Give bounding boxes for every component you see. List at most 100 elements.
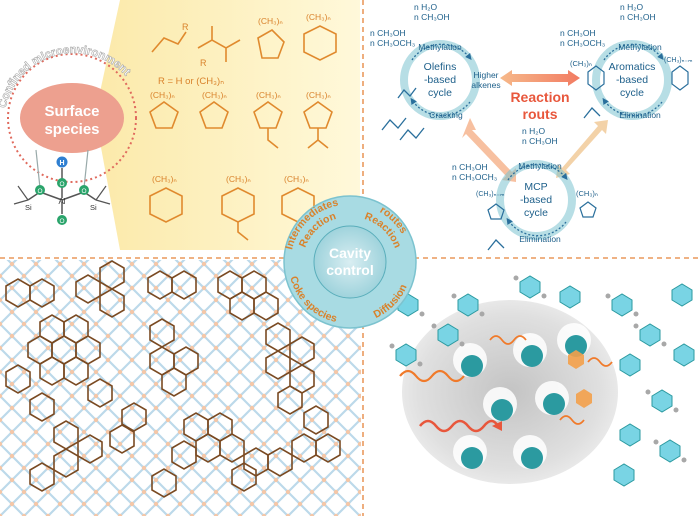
chain-ring-9: [109, 424, 135, 454]
olefin-molecule-4: [487, 239, 505, 251]
cyclopentene-left: [487, 203, 505, 220]
mcp-ch3oh-in: n CH₃OH: [452, 162, 488, 172]
molecule-13: [671, 283, 693, 307]
benzenium-ring-2: [221, 187, 255, 223]
aromatics-cycle-line-2: -based: [616, 74, 648, 86]
route-arrow-olefins-aromatics: [500, 70, 580, 86]
chain-ring-1: [5, 364, 31, 394]
molecule-4: [457, 293, 479, 317]
routes-title-1: Reaction: [510, 89, 569, 105]
olefins-ch3oh-in: n CH₃OH: [370, 28, 406, 38]
bottom-ring-9: [315, 433, 341, 463]
ch3n-label-5: (CH₃)ₙ: [256, 90, 281, 100]
mcp-ch3n-right: (CH₃)ₙ: [576, 189, 598, 198]
cage-spheres: [453, 323, 591, 469]
surface-species-title-2: species: [44, 121, 99, 138]
olefins-methylation: Methylation: [418, 42, 462, 52]
olefins-cracking: Cracking: [429, 110, 463, 120]
naphthalene-ring-b: [29, 278, 55, 308]
diffusion-panel: [389, 275, 695, 487]
aromatics-methylation: Methylation: [618, 42, 662, 52]
carbenium-structure: [197, 26, 241, 62]
route-arrow-aromatics-mcp: [556, 120, 608, 178]
coke-piece-1: [568, 350, 584, 369]
bottom-ring-5: [171, 440, 197, 470]
diffusion-wave-3: [489, 335, 527, 345]
atom-h: H: [59, 160, 64, 167]
aromatics-cycle-line-1: Aromatics: [609, 61, 656, 73]
mcp-ch3oh-out: n CH₃OH: [522, 136, 558, 146]
ch3n-label-6: (CH₃)ₙ: [306, 90, 331, 100]
diffusion-wave-2: [418, 419, 500, 433]
chain-ring-8: [121, 402, 147, 432]
hub-inner-disc: [313, 225, 387, 299]
pah-right-ring-5: [277, 385, 303, 415]
cyclopentene-right: [579, 201, 597, 218]
chain-ring-2: [29, 392, 55, 422]
mcp-cycle-line-2: -based: [520, 194, 552, 206]
olefins-ch3oh-out: n CH₃OH: [414, 12, 450, 22]
cyclopentenyl-ring-1: [257, 29, 285, 59]
mcp-cycle: MCP -based cycle Methylation Elimination…: [452, 126, 598, 251]
reaction-routes-panel: Reaction routs Olefins -based cycle Meth…: [370, 2, 692, 251]
molecule-5: [519, 275, 541, 299]
intermediate-labels: R R (CH₃)ₙ (CH₃)ₙ R = H or (CH₃)ₙ (CH₃)ₙ…: [150, 12, 331, 184]
ethyl-substituent-2: [237, 222, 249, 241]
olefin-molecule-3: [583, 107, 601, 119]
ch3n-label-3: (CH₃)ₙ: [150, 90, 175, 100]
olefins-cycle-line-3: cycle: [428, 87, 452, 99]
olefin-molecule-1: [397, 87, 417, 99]
r-note: R = H or (CH₃)ₙ: [158, 76, 224, 87]
mcp-cycle-line-1: MCP: [524, 181, 547, 193]
molecule-15: [613, 463, 635, 487]
mcp-methylation: Methylation: [518, 161, 562, 171]
routes-title-2: routs: [523, 106, 558, 122]
olefins-h2o: n H₂O: [414, 2, 438, 12]
molecule-7: [611, 293, 633, 317]
coke-piece-2: [576, 389, 592, 408]
cyclopentenyl-ring-3: [199, 101, 229, 129]
atom-si-right: Si: [90, 203, 97, 212]
chain-ring-3: [87, 378, 113, 408]
bottom-ring-10: [303, 405, 329, 435]
cavity-control-hub: Cavity control Intermediates Reaction ro…: [283, 195, 417, 329]
olefins-higher-alkenes-2: alkenes: [471, 80, 500, 90]
ch3n-label-7: (CH₃)ₙ: [152, 174, 177, 184]
aromatics-h2o: n H₂O: [620, 2, 644, 12]
pyrene-ring-d: [253, 291, 279, 321]
bottom-ring-12: [151, 468, 177, 498]
olefins-cycle: Olefins -based cycle Methylation Crackin…: [370, 2, 501, 141]
olefins-cycle-line-2: -based: [424, 74, 456, 86]
diffusion-arrow-head: [492, 421, 502, 431]
atom-o-bottom: O: [59, 218, 64, 225]
mcp-h2o: n H₂O: [522, 126, 546, 136]
ch3n-label-9: (CH₃)ₙ: [284, 174, 309, 184]
olefins-cycle-line-1: Olefins: [424, 61, 457, 73]
diffusion-wave-4: [587, 357, 613, 367]
atom-o-top: O: [59, 181, 64, 188]
benzene-ring-1: [303, 25, 337, 61]
ch3n-label-2: (CH₃)ₙ: [306, 12, 331, 22]
chain-ring-7: [29, 462, 55, 492]
aromatics-cycle-line-3: cycle: [620, 87, 644, 99]
olefin-molecule-2: [381, 117, 425, 141]
surface-species-panel: Confined microenvironment Surface specie…: [0, 0, 360, 250]
isopropyl-substituent: [307, 128, 329, 149]
intermediate-structures: [149, 25, 337, 241]
molecule-3: [395, 343, 417, 367]
olefins-ch3och3-in: n CH₃OCH₃: [370, 38, 415, 48]
aromatics-ch3oh-in: n CH₃OH: [560, 28, 596, 38]
ch3n-label-1: (CH₃)ₙ: [258, 16, 283, 26]
pah-mid-ring-4: [161, 367, 187, 397]
diffusion-wave-1: [399, 369, 465, 383]
r-label-2: R: [200, 58, 207, 68]
atom-o-right: O: [81, 188, 86, 195]
olefins-higher-alkenes-1: Higher: [473, 70, 498, 80]
aromatics-cycle: Aromatics -based cycle Methylation Elimi…: [560, 2, 692, 120]
cyclopentenyl-ring-5: [303, 101, 333, 129]
molecule-14: [673, 343, 695, 367]
cyclopentenyl-ring-4: [253, 101, 283, 129]
molecule-9: [619, 353, 641, 377]
aromatics-ch3n: (CH₃)ₙ: [570, 59, 592, 68]
atom-o-left: O: [37, 188, 42, 195]
